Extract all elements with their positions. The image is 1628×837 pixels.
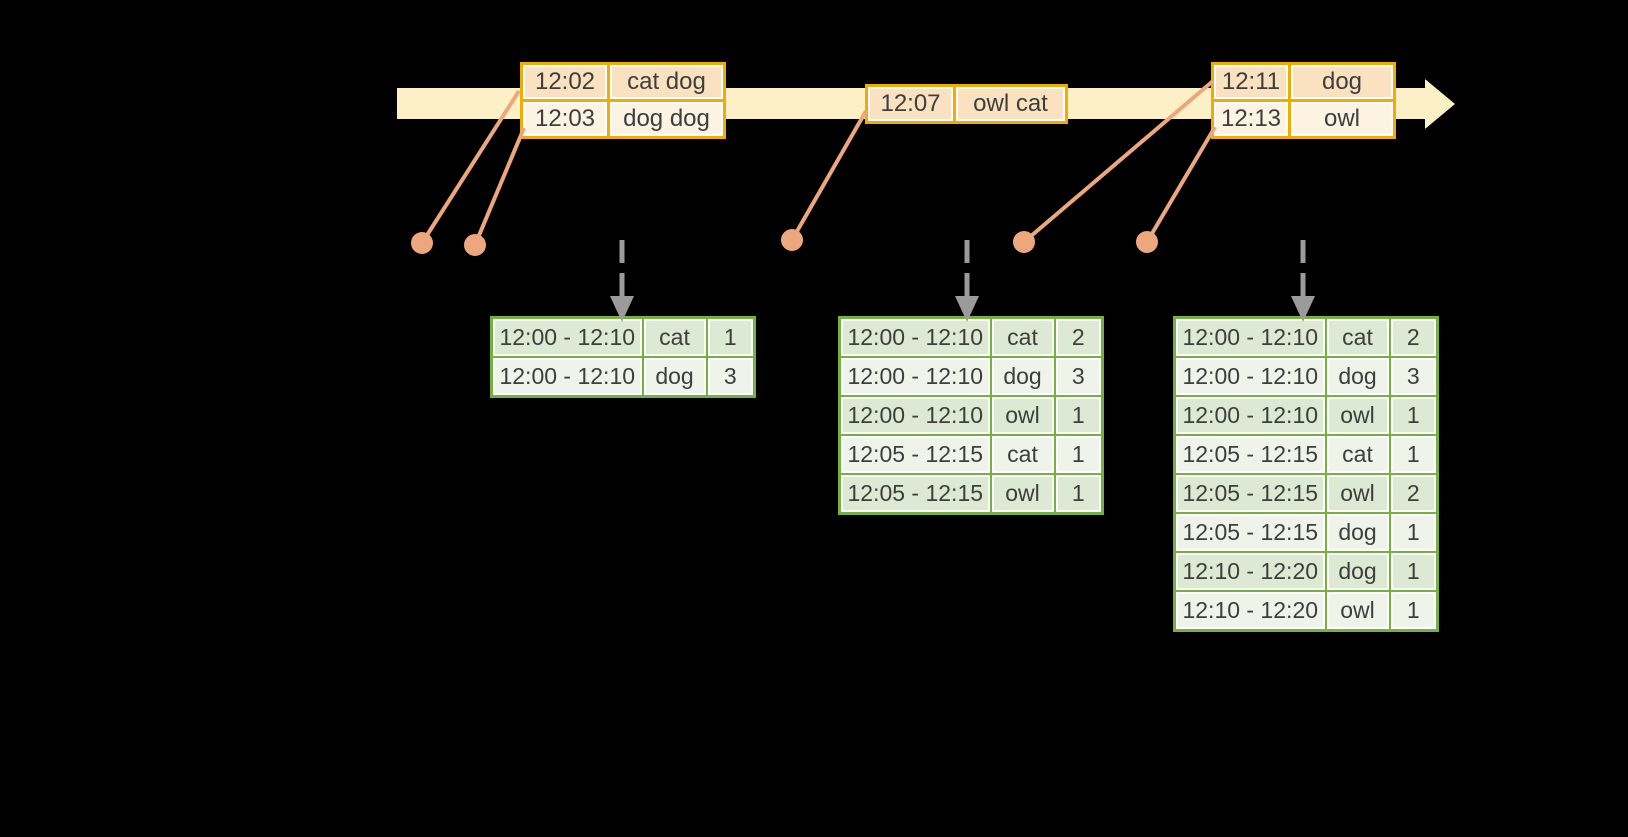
result-row: 12:05 - 12:15 dog 1 [1173,512,1439,553]
count-cell: 2 [1392,321,1434,354]
result-row: 12:00 - 12:10 dog 3 [838,356,1104,397]
result-row: 12:05 - 12:15 owl 1 [838,473,1104,515]
result-row: 12:05 - 12:15 cat 1 [1173,434,1439,475]
event-connector-line [1145,125,1217,244]
count-cell: 1 [1392,594,1434,627]
event-row: 12:07 owl cat [865,84,1068,124]
count-cell: 3 [709,360,751,393]
result-table-2: 12:00 - 12:10 cat 2 12:00 - 12:10 dog 3 … [838,316,1104,515]
word-cell: owl [1328,477,1387,510]
event-words: dog dog [612,104,721,134]
word-cell: cat [1328,321,1387,354]
result-row: 12:05 - 12:15 owl 2 [1173,473,1439,514]
event-dot-icon [1136,231,1158,253]
window-cell: 12:00 - 12:10 [1178,321,1323,354]
event-time: 12:11 [1216,67,1286,97]
result-table-3: 12:00 - 12:10 cat 2 12:00 - 12:10 dog 3 … [1173,316,1439,632]
window-cell: 12:05 - 12:15 [1178,477,1323,510]
result-row: 12:05 - 12:15 cat 1 [838,434,1104,475]
timeline-arrowhead-icon [1425,79,1455,129]
event-dot-icon [464,234,486,256]
word-cell: cat [645,321,704,354]
event-connector-line [790,110,868,241]
event-words: owl cat [958,89,1063,119]
event-time: 12:02 [525,67,605,97]
window-cell: 12:05 - 12:15 [1178,516,1323,549]
result-row: 12:00 - 12:10 dog 3 [490,356,756,398]
result-row: 12:10 - 12:20 dog 1 [1173,551,1439,592]
result-row: 12:10 - 12:20 owl 1 [1173,590,1439,632]
window-cell: 12:00 - 12:10 [1178,360,1323,393]
word-cell: dog [645,360,704,393]
count-cell: 1 [1057,438,1099,471]
event-table-2: 12:07 owl cat [865,84,1068,124]
event-connector-line [420,89,521,245]
result-row: 12:00 - 12:10 cat 2 [1173,316,1439,358]
trigger-arrow [955,240,979,322]
result-row: 12:00 - 12:10 dog 3 [1173,356,1439,397]
word-cell: dog [1328,516,1387,549]
word-cell: dog [993,360,1052,393]
result-row: 12:00 - 12:10 cat 1 [490,316,756,358]
count-cell: 1 [1392,399,1434,432]
event-connector-line [1022,79,1215,244]
event-connector-line [473,127,526,246]
result-row: 12:00 - 12:10 cat 2 [838,316,1104,358]
trigger-arrowhead-icon [1291,296,1315,322]
count-cell: 1 [1392,438,1434,471]
window-cell: 12:05 - 12:15 [843,477,988,510]
window-cell: 12:00 - 12:10 [843,321,988,354]
window-cell: 12:00 - 12:10 [843,360,988,393]
count-cell: 2 [1392,477,1434,510]
event-words: owl [1293,104,1391,134]
word-cell: cat [1328,438,1387,471]
event-row: 12:02 cat dog [520,62,726,102]
event-dot-icon [1013,231,1035,253]
event-time: 12:03 [525,104,605,134]
window-cell: 12:05 - 12:15 [843,438,988,471]
word-cell: dog [1328,360,1387,393]
word-cell: cat [993,321,1052,354]
word-cell: dog [1328,555,1387,588]
count-cell: 1 [1392,516,1434,549]
result-row: 12:00 - 12:10 owl 1 [838,395,1104,436]
event-time: 12:07 [870,89,951,119]
window-cell: 12:05 - 12:15 [1178,438,1323,471]
event-row: 12:03 dog dog [520,99,726,139]
window-cell: 12:10 - 12:20 [1178,555,1323,588]
event-words: cat dog [612,67,721,97]
event-time: 12:13 [1216,104,1286,134]
count-cell: 1 [1392,555,1434,588]
word-cell: owl [993,477,1052,510]
count-cell: 3 [1057,360,1099,393]
trigger-arrowhead-icon [610,296,634,322]
trigger-arrowhead-icon [955,296,979,322]
window-cell: 12:00 - 12:10 [843,399,988,432]
window-cell: 12:00 - 12:10 [495,360,640,393]
word-cell: cat [993,438,1052,471]
event-table-1: 12:02 cat dog 12:03 dog dog [520,62,726,139]
event-table-3: 12:11 dog 12:13 owl [1211,62,1396,139]
word-cell: owl [993,399,1052,432]
count-cell: 2 [1057,321,1099,354]
word-cell: owl [1328,594,1387,627]
event-dot-icon [781,229,803,251]
count-cell: 3 [1392,360,1434,393]
event-words: dog [1293,67,1391,97]
event-dot-icon [411,232,433,254]
window-cell: 12:00 - 12:10 [1178,399,1323,432]
word-cell: owl [1328,399,1387,432]
trigger-arrow [1291,240,1315,322]
window-cell: 12:00 - 12:10 [495,321,640,354]
count-cell: 1 [709,321,751,354]
result-table-1: 12:00 - 12:10 cat 1 12:00 - 12:10 dog 3 [490,316,756,398]
trigger-arrow [610,240,634,322]
window-cell: 12:10 - 12:20 [1178,594,1323,627]
event-row: 12:11 dog [1211,62,1396,102]
count-cell: 1 [1057,399,1099,432]
count-cell: 1 [1057,477,1099,510]
event-row: 12:13 owl [1211,99,1396,139]
result-row: 12:00 - 12:10 owl 1 [1173,395,1439,436]
